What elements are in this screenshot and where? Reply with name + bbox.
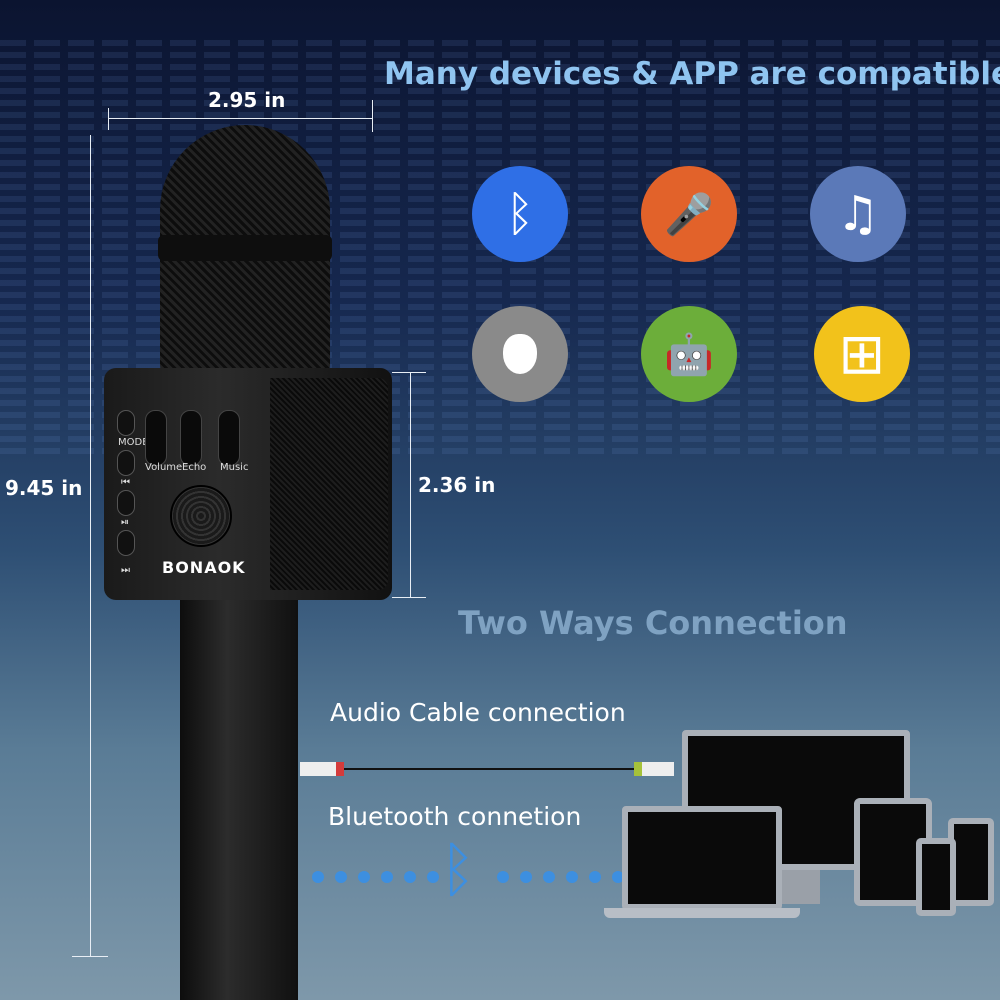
power-button[interactable] [170,485,232,547]
speaker-grille [270,378,388,590]
music-note-icon: ♫ [810,166,906,262]
cable-plug-right [634,762,674,776]
height-label: 9.45 in [5,476,83,500]
body-tick-top [392,372,426,373]
windows-icon: ⊞ [814,306,910,402]
play-pause-icon: ⏯ [121,517,129,528]
body-dimension-line [410,372,411,598]
microphone-handle [180,595,298,1000]
next-icon: ⏭ [121,565,130,576]
previous-button[interactable] [117,450,135,476]
microphone-ring [158,235,332,261]
dot [404,871,416,883]
dot [335,871,347,883]
height-dimension-line [90,135,91,957]
brand-logo: BONAOK [162,558,246,577]
apple-icon [472,306,568,402]
phone-device [916,838,956,916]
volume-label: Volume [145,462,183,473]
dot [497,871,509,883]
bluetooth-icon: ᛒ [472,166,568,262]
dot [566,871,578,883]
width-dimension-line [108,118,372,119]
bluetooth-dots [312,871,624,883]
play-pause-button[interactable] [117,490,135,516]
previous-icon: ⏮ [121,477,130,488]
dot [312,871,324,883]
audio-cable [344,768,634,770]
width-tick-left [108,108,109,130]
cable-plug-left [300,762,344,776]
mode-label: MODE [118,437,149,448]
bluetooth-symbol-icon: ᛒ [440,835,476,905]
width-label: 2.95 in [208,88,286,112]
dot [427,871,439,883]
dot [381,871,393,883]
volume-slider[interactable] [145,410,167,466]
bluetooth-caption: Bluetooth connetion [328,802,582,831]
android-icon: 🤖 [641,306,737,402]
next-button[interactable] [117,530,135,556]
body-tick-bottom [392,597,426,598]
width-tick-right [372,100,373,132]
echo-slider[interactable] [180,410,202,466]
connection-title: Two Ways Connection [458,604,848,642]
dot [612,871,624,883]
laptop-device [622,806,782,910]
echo-label: Echo [182,462,207,473]
dot [358,871,370,883]
karaoke-mic-icon: 🎤 [641,166,737,262]
dot [520,871,532,883]
dot [589,871,601,883]
laptop-base [604,908,800,918]
mode-button[interactable] [117,410,135,436]
headline: Many devices & APP are compatible [384,56,1000,92]
cable-caption: Audio Cable connection [330,698,626,727]
body-height-label: 2.36 in [418,473,496,497]
height-tick-bottom [72,956,108,957]
music-slider[interactable] [218,410,240,466]
music-label: Music [220,462,249,473]
dot [543,871,555,883]
monitor-stand [780,870,820,904]
